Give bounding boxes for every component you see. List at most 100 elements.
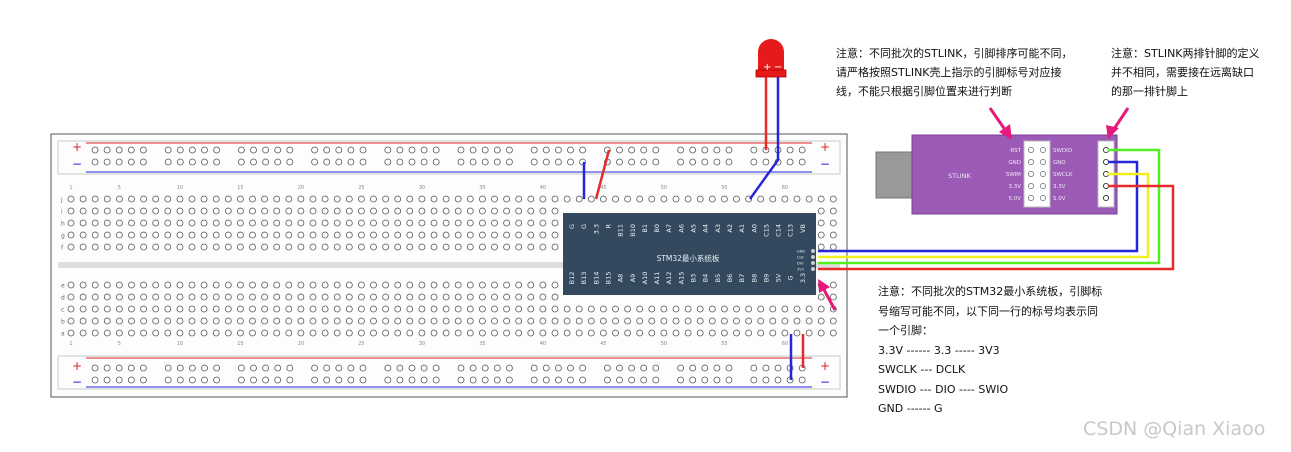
stlink-pin: [1028, 195, 1034, 201]
column-number-label: 50: [661, 341, 667, 347]
breadboard-hole: [116, 207, 123, 215]
breadboard-hole: [176, 207, 184, 215]
breadboard-hole: [382, 317, 390, 325]
breadboard-hole: [139, 376, 147, 384]
breadboard-hole: [701, 364, 709, 372]
breadboard-hole: [237, 158, 245, 166]
stlink-left-pin-label: GND: [1008, 160, 1021, 166]
breadboard-hole: [200, 281, 208, 289]
breadboard-hole: [640, 376, 648, 384]
breadboard-hole: [152, 231, 160, 239]
stlink-programmer: STLINK RSTGNDSWIM3.3V5.0VSWDIOGNDSWCLK3.…: [875, 134, 1118, 215]
stlink-pin: [1102, 158, 1110, 166]
breadboard-hole: [817, 207, 825, 215]
stm32-top-pin-label: VB: [799, 224, 807, 233]
breadboard-labels: jihgfedcba115510101515202025253030353540…: [60, 185, 788, 347]
breadboard-hole: [503, 317, 511, 325]
breadboard-hole: [370, 207, 377, 215]
breadboard-hole: [817, 195, 825, 203]
breadboard-hole: [805, 305, 813, 313]
stm32-top-pin-label: A2: [726, 224, 734, 233]
stm32-bottom-pin-label: A11: [653, 272, 661, 285]
breadboard-hole: [91, 243, 99, 251]
breadboard-hole: [555, 364, 562, 372]
breadboard-hole: [116, 243, 123, 251]
breadboard-hole: [176, 293, 184, 301]
breadboard-hole: [505, 158, 513, 166]
column-number-label: 50: [661, 185, 667, 191]
breadboard-hole: [648, 305, 656, 313]
breadboard-hole: [750, 376, 758, 384]
breadboard-hole: [551, 195, 559, 203]
breadboard-hole: [454, 207, 462, 215]
column-number-label: 5: [118, 341, 121, 347]
breadboard-hole: [555, 146, 562, 154]
breadboard-hole: [274, 364, 282, 372]
breadboard-hole: [384, 364, 392, 372]
breadboard-hole: [297, 305, 305, 313]
breadboard-hole: [539, 219, 547, 227]
breadboard-hole: [612, 305, 619, 313]
breadboard-hole: [212, 207, 220, 215]
breadboard-hole: [200, 243, 208, 251]
breadboard-hole: [250, 146, 257, 154]
breadboard-hole: [418, 293, 426, 301]
breadboard-hole: [551, 281, 559, 289]
column-number-label: 35: [479, 341, 485, 347]
breadboard-hole: [616, 376, 623, 384]
breadboard-hole: [212, 329, 220, 337]
breadboard-hole: [418, 329, 426, 337]
breadboard-hole: [176, 158, 184, 166]
stm32-bottom-pin-label: B7: [738, 274, 746, 283]
breadboard-hole: [713, 158, 721, 166]
breadboard-hole: [382, 305, 390, 313]
breadboard-hole: [103, 243, 111, 251]
breadboard-hole: [600, 317, 607, 325]
breadboard-hole: [493, 376, 501, 384]
breadboard-hole: [274, 146, 282, 154]
breadboard-hole: [515, 281, 523, 289]
breadboard-hole: [575, 329, 583, 337]
breadboard-hole: [733, 317, 740, 325]
breadboard-hole: [188, 364, 196, 372]
breadboard-hole: [311, 146, 319, 154]
breadboard-hole: [466, 329, 474, 337]
breadboard-hole: [249, 219, 256, 227]
breadboard-hole: [333, 231, 341, 239]
breadboard-hole: [628, 364, 635, 372]
breadboard-hole: [660, 317, 668, 325]
breadboard-hole: [224, 329, 232, 337]
stm32-bottom-pin-label: B3: [690, 274, 698, 283]
breadboard-hole: [454, 293, 462, 301]
breadboard-hole: [67, 243, 75, 251]
breadboard-hole: [250, 364, 257, 372]
stlink-left-pin-label: RST: [1010, 148, 1021, 154]
breadboard-hole: [636, 317, 644, 325]
breadboard-hole: [539, 317, 547, 325]
breadboard-hole: [689, 364, 697, 372]
breadboard-hole: [91, 364, 99, 372]
stlink-right-pin-label: SWDIO: [1053, 148, 1073, 154]
breadboard-hole: [408, 158, 416, 166]
stm32-bottom-pin-label: B4: [702, 274, 710, 283]
breadboard-hole: [817, 231, 825, 239]
breadboard-hole: [212, 231, 220, 239]
breadboard-hole: [769, 305, 777, 313]
breadboard-hole: [551, 207, 559, 215]
breadboard-hole: [103, 207, 111, 215]
breadboard-hole: [469, 146, 477, 154]
breadboard-hole: [503, 293, 511, 301]
breadboard-hole: [359, 364, 367, 372]
breadboard-hole: [103, 195, 111, 203]
stm32-top-pin-label: B10: [629, 224, 637, 237]
breadboard-hole: [200, 231, 208, 239]
breadboard-hole: [466, 293, 474, 301]
breadboard-hole: [829, 281, 837, 289]
breadboard-hole: [442, 207, 450, 215]
stm32-top-pin-label: A6: [677, 224, 685, 233]
breadboard-hole: [309, 243, 317, 251]
breadboard-hole: [481, 376, 489, 384]
breadboard-hole: [103, 219, 111, 227]
breadboard-hole: [478, 293, 486, 301]
breadboard-hole: [503, 195, 511, 203]
